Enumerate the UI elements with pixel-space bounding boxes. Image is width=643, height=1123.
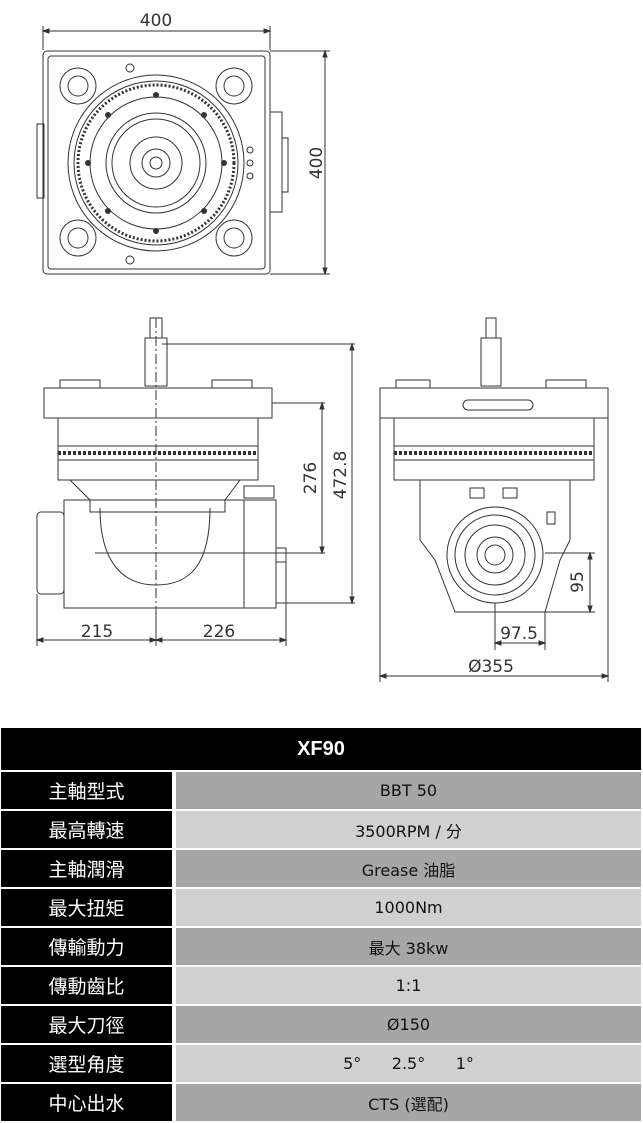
- spec-label: 中心出水: [1, 1084, 176, 1121]
- spec-label: 傳輸動力: [1, 928, 176, 965]
- spec-row-max-speed: 最高轉速 3500RPM / 分: [1, 811, 641, 850]
- dim-width-226: 226: [203, 622, 235, 642]
- dim-height-472: 472.8: [331, 451, 351, 500]
- top-view: [36, 26, 330, 276]
- spec-row-gear-ratio: 傳動齒比 1:1: [1, 967, 641, 1006]
- dim-height-276: 276: [301, 462, 321, 494]
- spec-row-lubrication: 主軸潤滑 Grease 油脂: [1, 850, 641, 889]
- spec-value: 3500RPM / 分: [176, 811, 641, 848]
- dim-width-97: 97.5: [500, 624, 538, 644]
- spec-value: BBT 50: [176, 772, 641, 809]
- spec-value: Ø150: [176, 1006, 641, 1043]
- dim-height-95: 95: [568, 571, 588, 593]
- dim-width-215: 215: [81, 622, 113, 642]
- spec-value: 5° 2.5° 1°: [176, 1045, 641, 1082]
- spec-label: 主軸型式: [1, 772, 176, 809]
- spec-label: 最高轉速: [1, 811, 176, 848]
- spec-label: 最大扭矩: [1, 889, 176, 926]
- technical-drawing: 400 400 276 472.8 215 226 95 97.5 Ø355: [35, 11, 610, 682]
- spec-row-angle: 選型角度 5° 2.5° 1°: [1, 1045, 641, 1084]
- dim-top-height: 400: [307, 147, 327, 179]
- side-view: [378, 317, 610, 682]
- spec-value: 1000Nm: [176, 889, 641, 926]
- spec-row-spindle-type: 主軸型式 BBT 50: [1, 772, 641, 811]
- spec-table: XF90 主軸型式 BBT 50 最高轉速 3500RPM / 分 主軸潤滑 G…: [1, 728, 641, 1123]
- spec-row-coolant: 中心出水 CTS (選配): [1, 1084, 641, 1123]
- spec-value: 最大 38kw: [176, 928, 641, 965]
- dim-top-width: 400: [140, 11, 172, 31]
- spec-value: Grease 油脂: [176, 850, 641, 887]
- spec-title: XF90: [1, 728, 641, 772]
- dim-diameter-355: Ø355: [468, 657, 514, 677]
- spec-value: 1:1: [176, 967, 641, 1004]
- spec-value: CTS (選配): [176, 1084, 641, 1121]
- dimension-labels: 400 400 276 472.8 215 226 95 97.5 Ø355: [81, 11, 588, 677]
- spec-row-max-torque: 最大扭矩 1000Nm: [1, 889, 641, 928]
- front-view: [35, 317, 355, 646]
- spec-label: 選型角度: [1, 1045, 176, 1082]
- spec-label: 傳動齒比: [1, 967, 176, 1004]
- spec-label: 最大刀徑: [1, 1006, 176, 1043]
- spec-label: 主軸潤滑: [1, 850, 176, 887]
- spec-row-tool-diameter: 最大刀徑 Ø150: [1, 1006, 641, 1045]
- spec-row-power: 傳輸動力 最大 38kw: [1, 928, 641, 967]
